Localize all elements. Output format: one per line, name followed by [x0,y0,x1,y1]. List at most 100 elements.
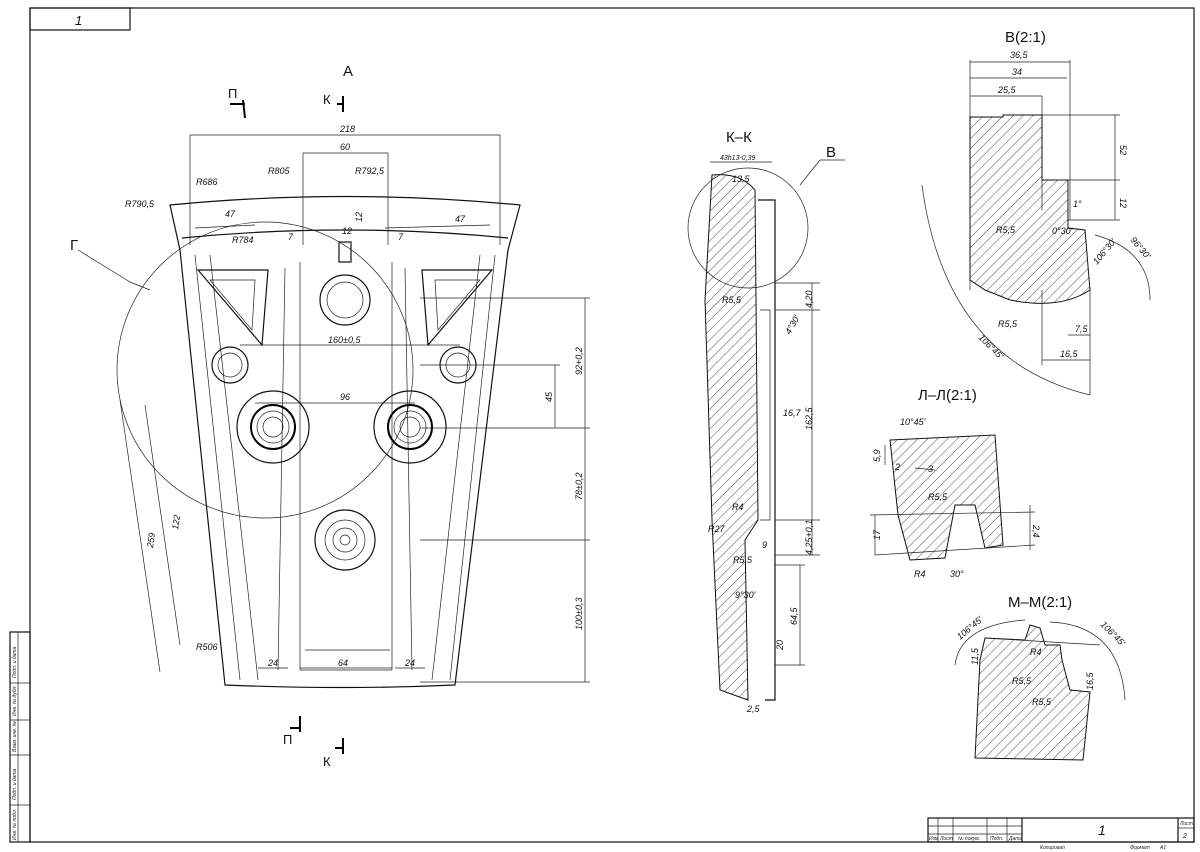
dimension-label: 259 [145,532,157,549]
dimension-label: 20 [775,640,785,651]
dimension-label: 36,5 [1010,50,1029,60]
column-label: Подп. [990,836,1003,842]
cut-mark: К [323,92,331,107]
dimension-label: 60 [340,142,350,152]
dimension-label: 2,5 [746,704,761,714]
dimension-label: 16,5 [1060,349,1079,359]
dimension-label: R805 [268,166,291,176]
section-title: Л–Л(2:1) [918,387,977,404]
drawing-number: 1 [1098,822,1106,838]
dimension-label: 7,5 [1075,324,1089,334]
section-ll: Л–Л(2:1) 10°45' 5,9 2 3 R5,5 17 2,4 R4 3… [869,387,1041,579]
dimension-label: 25,5 [997,85,1017,95]
dimension-label: 45 [544,391,554,402]
side-stamp-label: Подп. и дата [12,768,18,800]
dimension-label: 4°30' [783,313,802,336]
section-kk: К–К 43h13-0,39 В 13,5 R5,5 4,20 4°30' 16… [687,129,845,714]
dimension-label: 2,4 [1031,524,1041,538]
dimension-label: 106°45' [977,332,1006,361]
sheet-mark-box [29,7,131,31]
dimension-label: R506 [196,642,218,652]
dimension-label: R4 [732,502,744,512]
dimension-label: 64 [338,658,348,668]
side-stamp-label: Взам. инв. № [12,720,18,752]
side-stamp-label: Инв. № подл. [12,809,18,840]
column-label: Лист [939,836,953,842]
dimension-label: 47 [225,209,236,219]
dimension-label: 10°45' [900,417,926,427]
dimension-label: R784 [232,235,254,245]
dimension-label: 16,7 [783,408,802,418]
dimension-label: 11,5 [970,647,980,665]
column-label: Изм [929,836,939,842]
dimension-label: 162,5 [804,406,814,430]
dimension-label: 64,5 [789,606,799,625]
dimension-label: 4,20 [804,290,814,308]
footer-format: Формат [1130,845,1150,851]
dimension-label: 13,5 [732,174,751,184]
dimension-label: R5,5 [733,555,753,565]
side-stamp-label: Подп. и дата [12,646,18,678]
side-stamp: Подп. и дата Инв. № дубл. Взам. инв. № П… [9,631,31,843]
sheet-mark: 1 [75,13,82,28]
dimension-label: 3 [928,464,933,474]
sheet-number: 2 [1182,833,1187,840]
dimension-label: 12 [354,212,364,222]
dimension-label: 122 [170,514,182,530]
cut-mark: К [323,754,331,769]
dimension-label: 47 [455,214,466,224]
dimension-label: R27 [708,524,726,534]
cut-mark: П [228,86,237,101]
dimension-label: 24 [267,658,278,668]
dimension-label: 17 [872,529,882,540]
section-mm: М–М(2:1) 106°45' 106°45' 11,5 R4 R5,5 R5… [954,594,1128,761]
dimension-label: 78±0,2 [574,473,584,500]
section-title: К–К [726,129,752,146]
view-label-a: A [343,63,353,80]
dimension-label: 0°30' [1052,226,1073,236]
dimension-label: 9 [762,540,767,550]
dimension-label: 2 [894,462,900,472]
column-label: № докум. [958,836,980,842]
dimension-label: 92+0,2 [574,347,584,375]
dimension-label: R4 [1030,647,1042,657]
side-stamp-label: Инв. № дубл. [12,685,18,716]
detail-label-g: Г [70,237,78,254]
dimension-label: R790,5 [125,199,155,209]
dimension-label: R792,5 [355,166,385,176]
detail-label-v: В [826,144,836,161]
dimension-label: 9°30' [735,590,756,600]
dimension-label: 96°30' [1128,235,1152,261]
dimension-label: 43h13-0,39 [720,155,756,162]
dimension-label: R4 [914,569,926,579]
dimension-label: 96 [340,392,350,402]
section-title: М–М(2:1) [1008,594,1072,611]
dimension-label: 5,9 [872,449,882,462]
dimension-label: 106°30' [1091,236,1118,266]
dimension-label: 52 [1118,145,1128,155]
footer-copied: Копировал [1040,845,1065,851]
dimension-label: 7 [398,232,404,242]
dimension-label: R5,5 [998,319,1018,329]
dimension-label: 34 [1012,67,1022,77]
dimension-label: 12 [342,226,352,236]
main-view: A П К П К [70,63,590,769]
dimension-label: R686 [196,177,218,187]
dimension-label: 30° [950,569,964,579]
dimension-label: R5,5 [928,492,948,502]
detail-v: В(2:1) 36,5 34 25,5 52 12 1° 0°30' R5,5 … [921,29,1153,396]
dimension-label: R5,5 [722,295,742,305]
dimension-label: 100±0,3 [574,598,584,630]
column-label: Дата [1008,836,1022,842]
format-value: A1 [1159,845,1166,851]
title-block: Изм Лист № докум. Подп. Дата 1 Лист 2 Ко… [927,817,1195,851]
dimension-label: 106°45' [1099,619,1128,648]
dimension-label: R5,5 [1012,676,1032,686]
dimension-label: 4,25+0,1 [804,520,814,555]
dimension-label: 160±0,5 [328,335,361,345]
sheet-label: Лист [1179,821,1193,827]
dimension-label: 218 [339,124,355,134]
cut-mark: П [283,732,292,747]
drawing-frame [29,7,1195,843]
